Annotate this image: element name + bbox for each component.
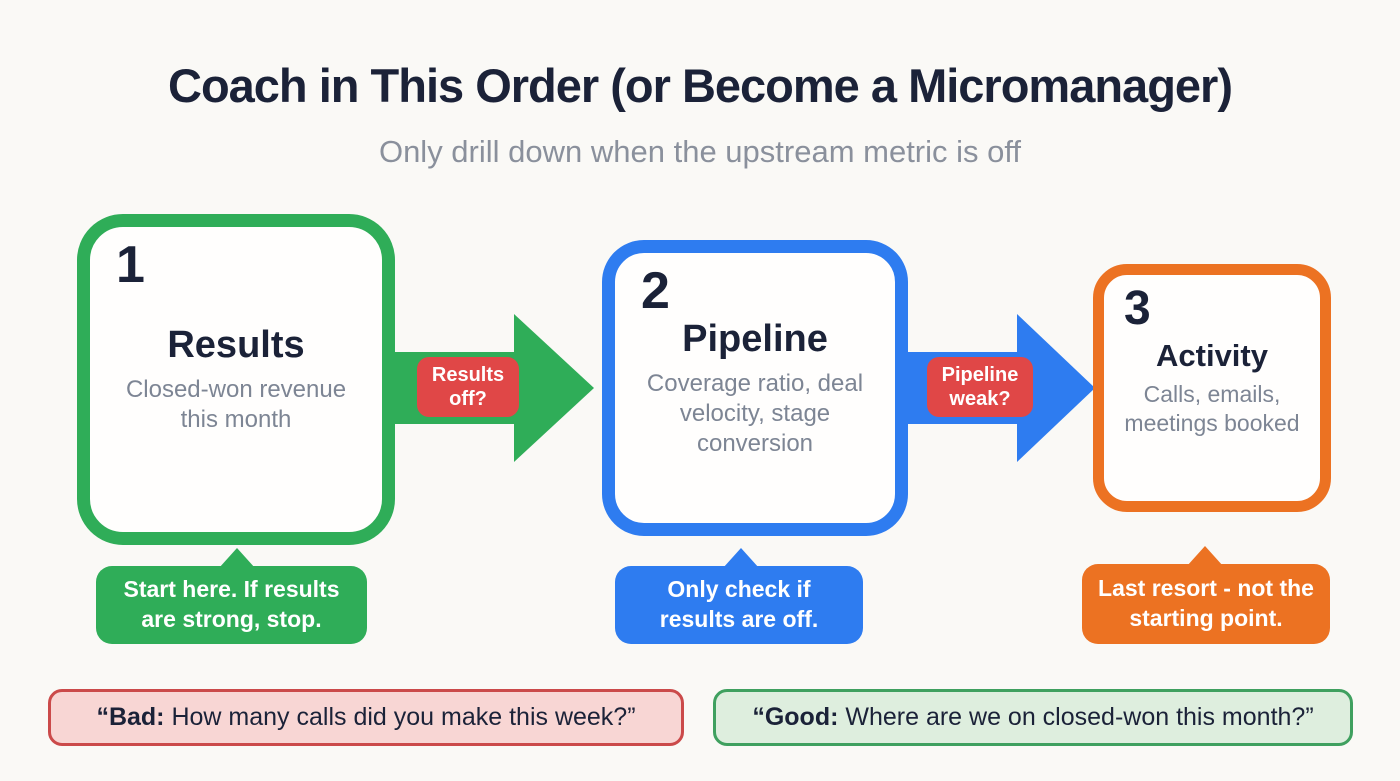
arrow-condition-badge: Pipeline weak? (927, 357, 1033, 417)
step-description: Closed-won revenue this month (125, 376, 347, 433)
step-description: Coverage ratio, deal velocity, stage con… (646, 369, 864, 457)
good-example-quote: “Good: Where are we on closed-won this m… (713, 689, 1353, 746)
callout-tail (1187, 546, 1223, 566)
callout-activity: Last resort - not the starting point. (1082, 546, 1330, 644)
step-title: Activity (1156, 338, 1268, 374)
arrow-results-to-pipeline-head (514, 314, 594, 462)
arrow-condition-badge: Results off? (417, 357, 519, 417)
step-card-results: 1 Results Closed-won revenue this month (77, 214, 395, 545)
step-number: 2 (641, 262, 670, 320)
step-card-pipeline: 2 Pipeline Coverage ratio, deal velocity… (602, 240, 908, 536)
step-number: 1 (116, 236, 145, 294)
page-subtitle: Only drill down when the upstream metric… (378, 134, 1022, 169)
step-number: 3 (1124, 282, 1151, 335)
page-title: Coach in This Order (or Become a Microma… (168, 59, 1233, 112)
step-card-activity: 3 Activity Calls, emails, meetings booke… (1093, 264, 1331, 512)
step-title: Results (167, 324, 305, 366)
callout-tail (219, 548, 255, 568)
callout-results: Start here. If results are strong, stop. (96, 548, 367, 644)
step-title: Pipeline (682, 317, 828, 360)
quote-text: Where are we on closed-won this month?” (838, 703, 1314, 731)
quote-text: How many calls did you make this week?” (164, 703, 636, 731)
quote-lead: “Bad: (96, 703, 165, 731)
bad-example-quote: “Bad: How many calls did you make this w… (48, 689, 684, 746)
callout-text: Only check if results are off. (659, 576, 819, 632)
quote-lead: “Good: (752, 703, 839, 731)
callout-pipeline: Only check if results are off. (615, 548, 863, 644)
callout-tail (723, 548, 759, 568)
step-description: Calls, emails, meetings booked (1124, 381, 1300, 436)
callout-text: Start here. If results are strong, stop. (123, 576, 340, 632)
callout-text: Last resort - not the starting point. (1098, 575, 1314, 631)
